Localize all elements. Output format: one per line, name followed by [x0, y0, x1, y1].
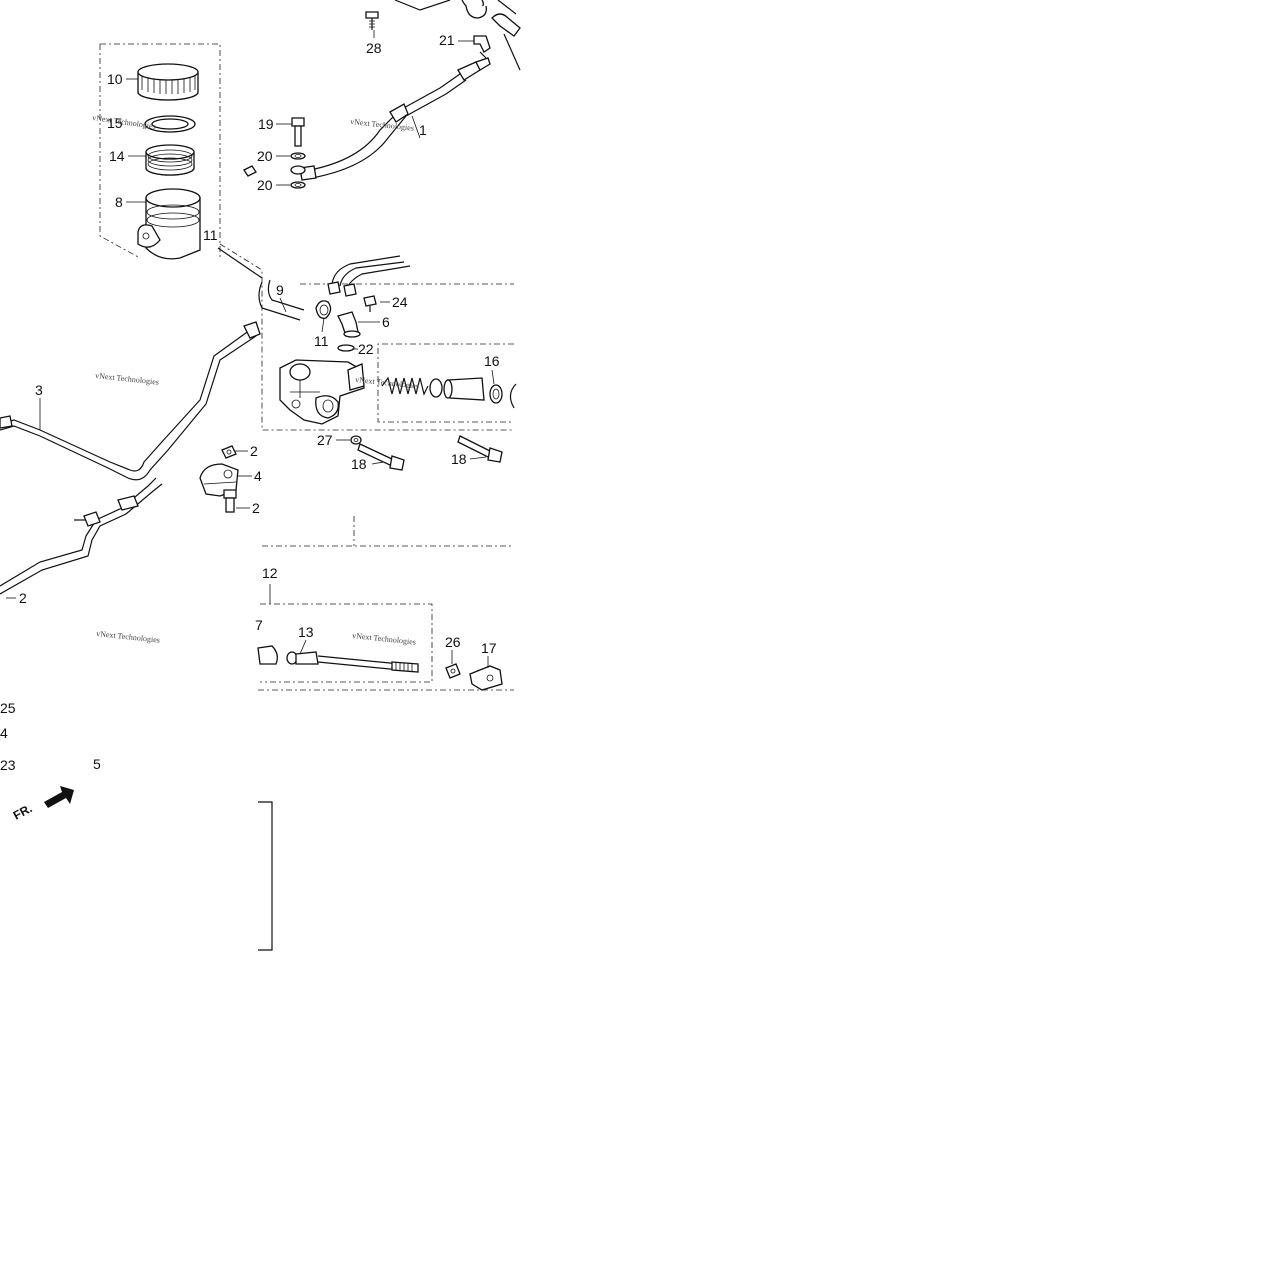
seal-22 [337, 344, 355, 352]
clamp-bolt [223, 489, 237, 513]
callout-17: 17 [481, 640, 497, 656]
callout-15: 15 [107, 115, 123, 131]
banjo-bolt-19 [291, 117, 305, 147]
piston [443, 377, 485, 401]
callout-9: 9 [276, 282, 284, 298]
hose-clamp-11 [315, 300, 332, 319]
reservoir-group [99, 43, 221, 260]
watermark-2: vNext Technologies [350, 117, 415, 133]
watermark-5: vNext Technologies [96, 629, 161, 645]
callout-22: 22 [358, 341, 374, 357]
callout-5: 5 [93, 756, 101, 772]
threaded-ring-14 [145, 144, 195, 176]
leader-lines [6, 30, 495, 668]
bolt-28 [365, 11, 379, 30]
side-bracket [258, 801, 273, 951]
clevis-17 [469, 665, 503, 691]
callout-19: 19 [258, 116, 274, 132]
callout-4-lower: 4 [0, 725, 8, 741]
callout-14: 14 [109, 148, 125, 164]
upper-hose-fragments [394, 0, 521, 71]
reservoir-cap-10 [137, 63, 199, 101]
watermark-3: vNext Technologies [95, 371, 160, 387]
front-arrow [44, 786, 74, 808]
banjo-fitting [290, 165, 306, 175]
pushrod-13 [286, 651, 419, 673]
bolt-18-right [457, 435, 503, 463]
callout-11-lower: 11 [314, 333, 329, 349]
callout-26: 26 [445, 634, 461, 650]
clip-21 [473, 35, 491, 59]
callout-12: 12 [262, 565, 278, 581]
bleeder-screw [243, 165, 257, 177]
callout-2-nut: 2 [250, 443, 258, 459]
washer-20-upper [290, 152, 306, 160]
master-cylinder-group [217, 243, 514, 431]
washer-27 [350, 435, 362, 445]
spring [381, 376, 429, 396]
nut-top [221, 445, 237, 459]
callout-6: 6 [382, 314, 390, 330]
callout-25: 25 [0, 700, 16, 716]
callout-18-left: 18 [351, 456, 367, 472]
snap-ring [509, 383, 517, 409]
callout-11-upper: 11 [203, 227, 218, 243]
callout-2-bolt: 2 [252, 500, 260, 516]
callout-7: 7 [255, 617, 263, 633]
hose-1 [299, 57, 491, 181]
watermark-6: vNext Technologies [352, 631, 417, 647]
reservoir-body-8 [137, 188, 201, 260]
piston-kit-group [377, 343, 517, 423]
pipe-3 [0, 321, 261, 481]
pushrod-assembly-12 [258, 584, 514, 691]
callout-4: 4 [254, 468, 262, 484]
front-direction-label: FR. [11, 801, 35, 822]
bolt-18-left [357, 443, 405, 471]
callout-8: 8 [115, 194, 123, 210]
fitting-24 [363, 295, 377, 312]
seal-16 [489, 384, 503, 404]
callout-18-right: 18 [451, 451, 467, 467]
callout-20-lower: 20 [257, 177, 273, 193]
boot-7 [257, 645, 278, 665]
callout-13: 13 [298, 624, 314, 640]
watermark-1: vNext Technologies [92, 113, 157, 131]
washer-20-lower [290, 181, 306, 189]
callout-labels: 28 21 10 15 14 8 11 19 20 20 1 9 24 6 11… [0, 32, 500, 773]
callout-2: 2 [19, 590, 27, 606]
lower-divider [262, 516, 514, 547]
callout-16: 16 [484, 353, 500, 369]
elbow-fitting-6 [337, 311, 361, 338]
callout-24: 24 [392, 294, 408, 310]
watermarks: vNext Technologies vNext Technologies vN… [92, 113, 420, 647]
callout-20-upper: 20 [257, 148, 273, 164]
callout-3: 3 [35, 382, 43, 398]
callout-1: 1 [419, 122, 427, 138]
seal-ring-15 [144, 115, 196, 133]
nut-26 [445, 663, 461, 679]
cup-seal [429, 378, 443, 398]
master-cylinder-body [279, 359, 365, 425]
callout-10: 10 [107, 71, 123, 87]
callout-21: 21 [439, 32, 455, 48]
callout-23: 23 [0, 757, 16, 773]
callout-28: 28 [366, 40, 382, 56]
pipe-2 [0, 477, 163, 595]
callout-27: 27 [317, 432, 333, 448]
